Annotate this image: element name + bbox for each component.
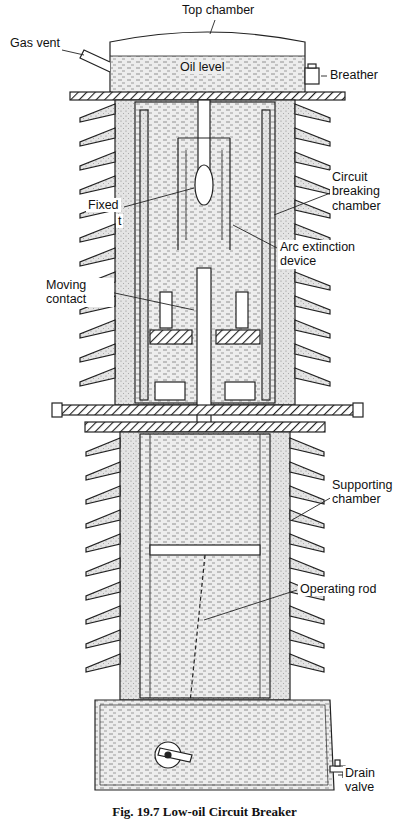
insulator-shed <box>290 606 324 624</box>
insulator-shed <box>295 296 330 314</box>
insulator-shed <box>295 200 330 218</box>
insulator-shed <box>80 128 115 146</box>
insulator-shed <box>290 558 324 576</box>
insulator-shed <box>80 248 115 266</box>
part-label: Oil level <box>178 60 226 74</box>
insulator-shed <box>290 510 324 528</box>
insulator-shed <box>86 534 120 552</box>
insulator-shed <box>295 272 330 290</box>
insulator-shed <box>295 128 330 146</box>
insulator-shed <box>86 654 120 672</box>
insulator-shed <box>295 368 330 386</box>
insulator-shed <box>86 606 120 624</box>
figure-caption: Fig. 19.7 Low-oil Circuit Breaker <box>0 804 409 820</box>
insulator-shed <box>86 630 120 648</box>
part-label: Arc extinction device <box>278 240 374 269</box>
part-label: Circuit breaking chamber <box>330 170 406 213</box>
insulator-shed <box>86 558 120 576</box>
insulator-shed <box>80 344 115 362</box>
insulator-shed <box>86 438 120 456</box>
insulator-shed <box>86 486 120 504</box>
insulator-shed <box>80 320 115 338</box>
insulator-shed <box>290 438 324 456</box>
part-label: Breather <box>328 68 380 82</box>
part-label: Operating rod <box>298 582 378 596</box>
insulator-shed <box>86 510 120 528</box>
part-label: Fixed <box>86 198 121 212</box>
insulator-shed <box>295 104 330 122</box>
insulator-shed <box>295 344 330 362</box>
insulator-shed <box>290 486 324 504</box>
insulator-shed <box>86 582 120 600</box>
part-label: Supporting chamber <box>330 478 406 507</box>
part-label: Top chamber <box>180 3 256 17</box>
part-label: t <box>116 214 123 228</box>
insulator-shed <box>80 152 115 170</box>
insulator-shed <box>80 368 115 386</box>
part-label: Moving contact <box>44 278 114 307</box>
insulator-shed <box>290 630 324 648</box>
insulator-shed <box>290 534 324 552</box>
insulator-shed <box>295 152 330 170</box>
insulator-shed <box>80 176 115 194</box>
insulator-shed <box>86 462 120 480</box>
insulator-shed <box>295 320 330 338</box>
part-label: Gas vent <box>8 36 62 50</box>
insulator-shed <box>80 224 115 242</box>
insulator-shed <box>290 462 324 480</box>
part-label: Drain valve <box>343 766 407 795</box>
insulator-shed <box>80 104 115 122</box>
insulator-shed <box>295 176 330 194</box>
insulator-shed <box>290 654 324 672</box>
